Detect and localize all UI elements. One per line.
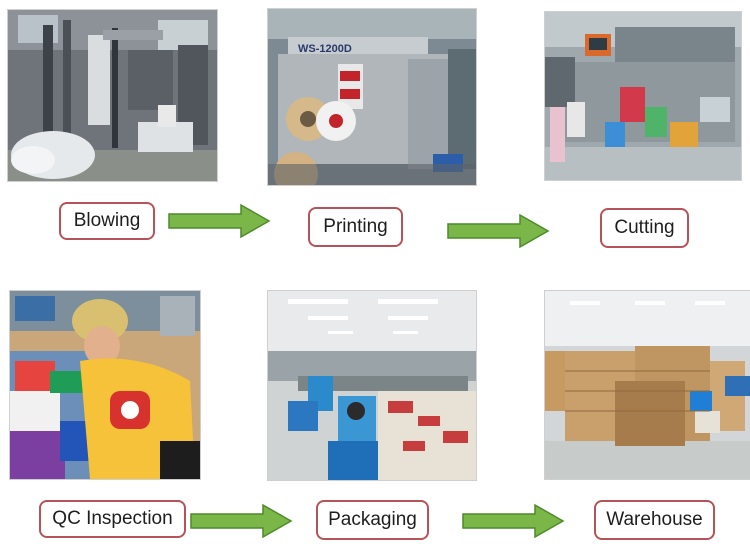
step-packaging-label: Packaging	[316, 500, 429, 540]
arrow-qc-to-packaging	[189, 503, 293, 539]
arrow-packaging-to-warehouse	[461, 503, 565, 539]
step-cutting-label: Cutting	[600, 208, 689, 248]
step-warehouse-text: Warehouse	[606, 509, 703, 530]
arrow-blowing-to-printing	[167, 203, 271, 239]
step-printing-text: Printing	[323, 216, 388, 237]
arrow-printing-to-cutting	[446, 213, 550, 249]
printing-photo: WS-1200D	[267, 8, 477, 186]
packaging-photo	[267, 290, 477, 481]
step-blowing-text: Blowing	[73, 210, 141, 231]
cutting-photo	[544, 11, 742, 181]
warehouse-photo	[544, 290, 750, 480]
step-printing-label: Printing	[308, 207, 403, 247]
step-blowing-label: Blowing	[59, 202, 155, 240]
printing-machine-sign: WS-1200D	[298, 43, 352, 55]
step-warehouse-label: Warehouse	[594, 500, 715, 540]
step-qc-inspection-label: QC Inspection	[39, 500, 186, 538]
step-qc-inspection-text: QC Inspection	[52, 508, 173, 529]
blowing-photo	[7, 9, 218, 182]
qc-inspection-photo	[9, 290, 201, 480]
step-packaging-text: Packaging	[328, 509, 417, 530]
step-cutting-text: Cutting	[614, 217, 675, 238]
